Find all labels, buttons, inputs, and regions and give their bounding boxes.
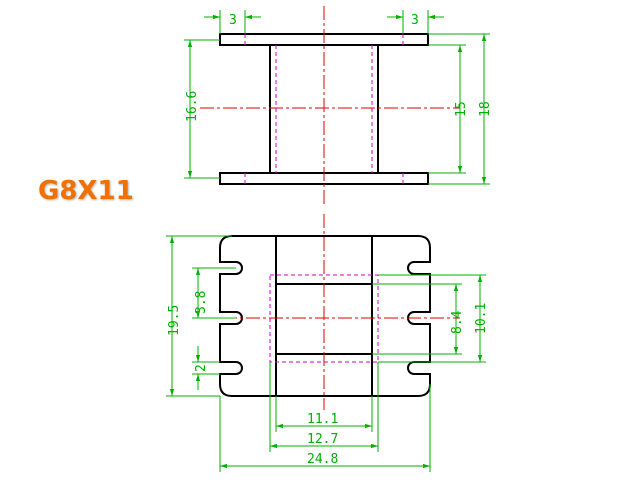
- dim-flange-left: 3: [229, 13, 237, 28]
- top-view-center-lines: [200, 6, 460, 205]
- bottom-view-outline: [219, 235, 431, 397]
- dim-height-left: 16.6: [185, 91, 200, 122]
- bottom-view-center-lines: [200, 214, 460, 410]
- dim-overall-height: 19.5: [167, 305, 182, 336]
- dim-bottom-overall: 24.8: [307, 452, 338, 467]
- dim-bottom-mid: 12.7: [307, 432, 338, 447]
- model-title: G8X11: [38, 176, 134, 206]
- dim-window-inner: 8.4: [450, 310, 465, 334]
- top-view-hidden-lines: [244, 34, 404, 184]
- bottom-view: 19.5 3.8 2 8.4 10.1: [166, 214, 489, 472]
- dim-slot-pitch: 3.8: [194, 291, 209, 314]
- top-view-dimensions: 3 3 16.6 15 18: [184, 10, 493, 185]
- dim-outer-right: 18: [478, 101, 493, 117]
- bottom-view-dimensions: 19.5 3.8 2 8.4 10.1: [166, 235, 489, 472]
- dim-window-outer: 10.1: [474, 303, 489, 334]
- dim-bottom-inner: 11.1: [307, 412, 338, 427]
- dim-flange-right: 3: [411, 13, 419, 28]
- dim-slot-width: 2: [194, 364, 209, 372]
- top-view: 3 3 16.6 15 18: [184, 6, 493, 205]
- dim-inner-right: 15: [454, 101, 469, 117]
